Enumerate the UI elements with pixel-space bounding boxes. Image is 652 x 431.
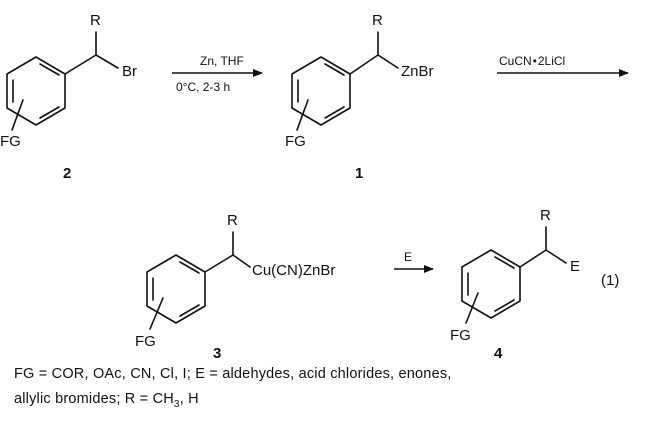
lithium-chloride-text: 2LiCl — [538, 54, 565, 68]
footnote-line-1: FG = COR, OAc, CN, Cl, I; E = aldehydes,… — [14, 366, 452, 382]
compound-number: 4 — [494, 345, 503, 362]
fg-label: FG — [135, 333, 156, 350]
compound-number: 2 — [63, 165, 71, 182]
benzene-ring — [6, 56, 66, 126]
r-label: R — [227, 212, 238, 229]
fg-bond — [149, 297, 164, 330]
zn-bond — [377, 54, 399, 69]
reagent-label: CuCN•2LiCl — [499, 54, 565, 68]
electrophile-label: E — [570, 258, 580, 275]
compound-number: 1 — [355, 165, 363, 182]
compound-1: R ZnBr FG 1 — [285, 12, 434, 182]
zinc-bromide-label: ZnBr — [401, 63, 434, 80]
footnote-text: allylic bromides; R = CH — [14, 391, 174, 407]
cuprate-label: Cu(CN)ZnBr — [252, 262, 335, 279]
benzene-ring — [461, 249, 521, 319]
e-bond — [545, 249, 567, 264]
benzene-ring — [291, 56, 351, 126]
compound-2: R Br FG 2 — [0, 12, 137, 182]
fg-label: FG — [0, 133, 21, 150]
arrow-step-2: CuCN•2LiCl — [497, 54, 629, 77]
compound-number: 3 — [213, 345, 221, 362]
fg-bond — [296, 99, 309, 131]
benzyl-bond — [349, 54, 379, 75]
benzyl-bond — [519, 249, 547, 268]
r-label: R — [90, 12, 101, 29]
fg-bond — [11, 99, 24, 131]
copper-cyanide-text: CuCN — [499, 54, 532, 68]
arrow-step-3: E — [394, 250, 434, 273]
subscript-3: 3 — [173, 398, 180, 410]
fg-bond — [465, 292, 479, 324]
fg-label: FG — [450, 327, 471, 344]
benzene-ring — [146, 254, 206, 324]
r-label: R — [540, 207, 551, 224]
r-label: R — [372, 12, 383, 29]
compound-4: R E FG 4 — [450, 207, 580, 362]
footnote-line-2: allylic bromides; R = CH3, H — [14, 391, 644, 410]
benzyl-bond — [204, 254, 234, 273]
condition-label: 0°C, 2-3 h — [176, 80, 230, 94]
footnote-text-end: , H — [179, 391, 199, 407]
equation-number: (1) — [601, 272, 619, 289]
reagent-label: Zn, THF — [200, 54, 244, 68]
bromine-label: Br — [122, 63, 137, 80]
benzyl-bond — [64, 54, 97, 75]
arrow-step-1: Zn, THF 0°C, 2-3 h — [172, 54, 263, 94]
middle-dot: • — [533, 54, 537, 68]
electrophile-label: E — [404, 250, 412, 264]
cu-bond — [232, 254, 251, 268]
fg-label: FG — [285, 133, 306, 150]
compound-3: R Cu(CN)ZnBr FG 3 — [135, 212, 335, 362]
br-bond — [95, 54, 119, 69]
